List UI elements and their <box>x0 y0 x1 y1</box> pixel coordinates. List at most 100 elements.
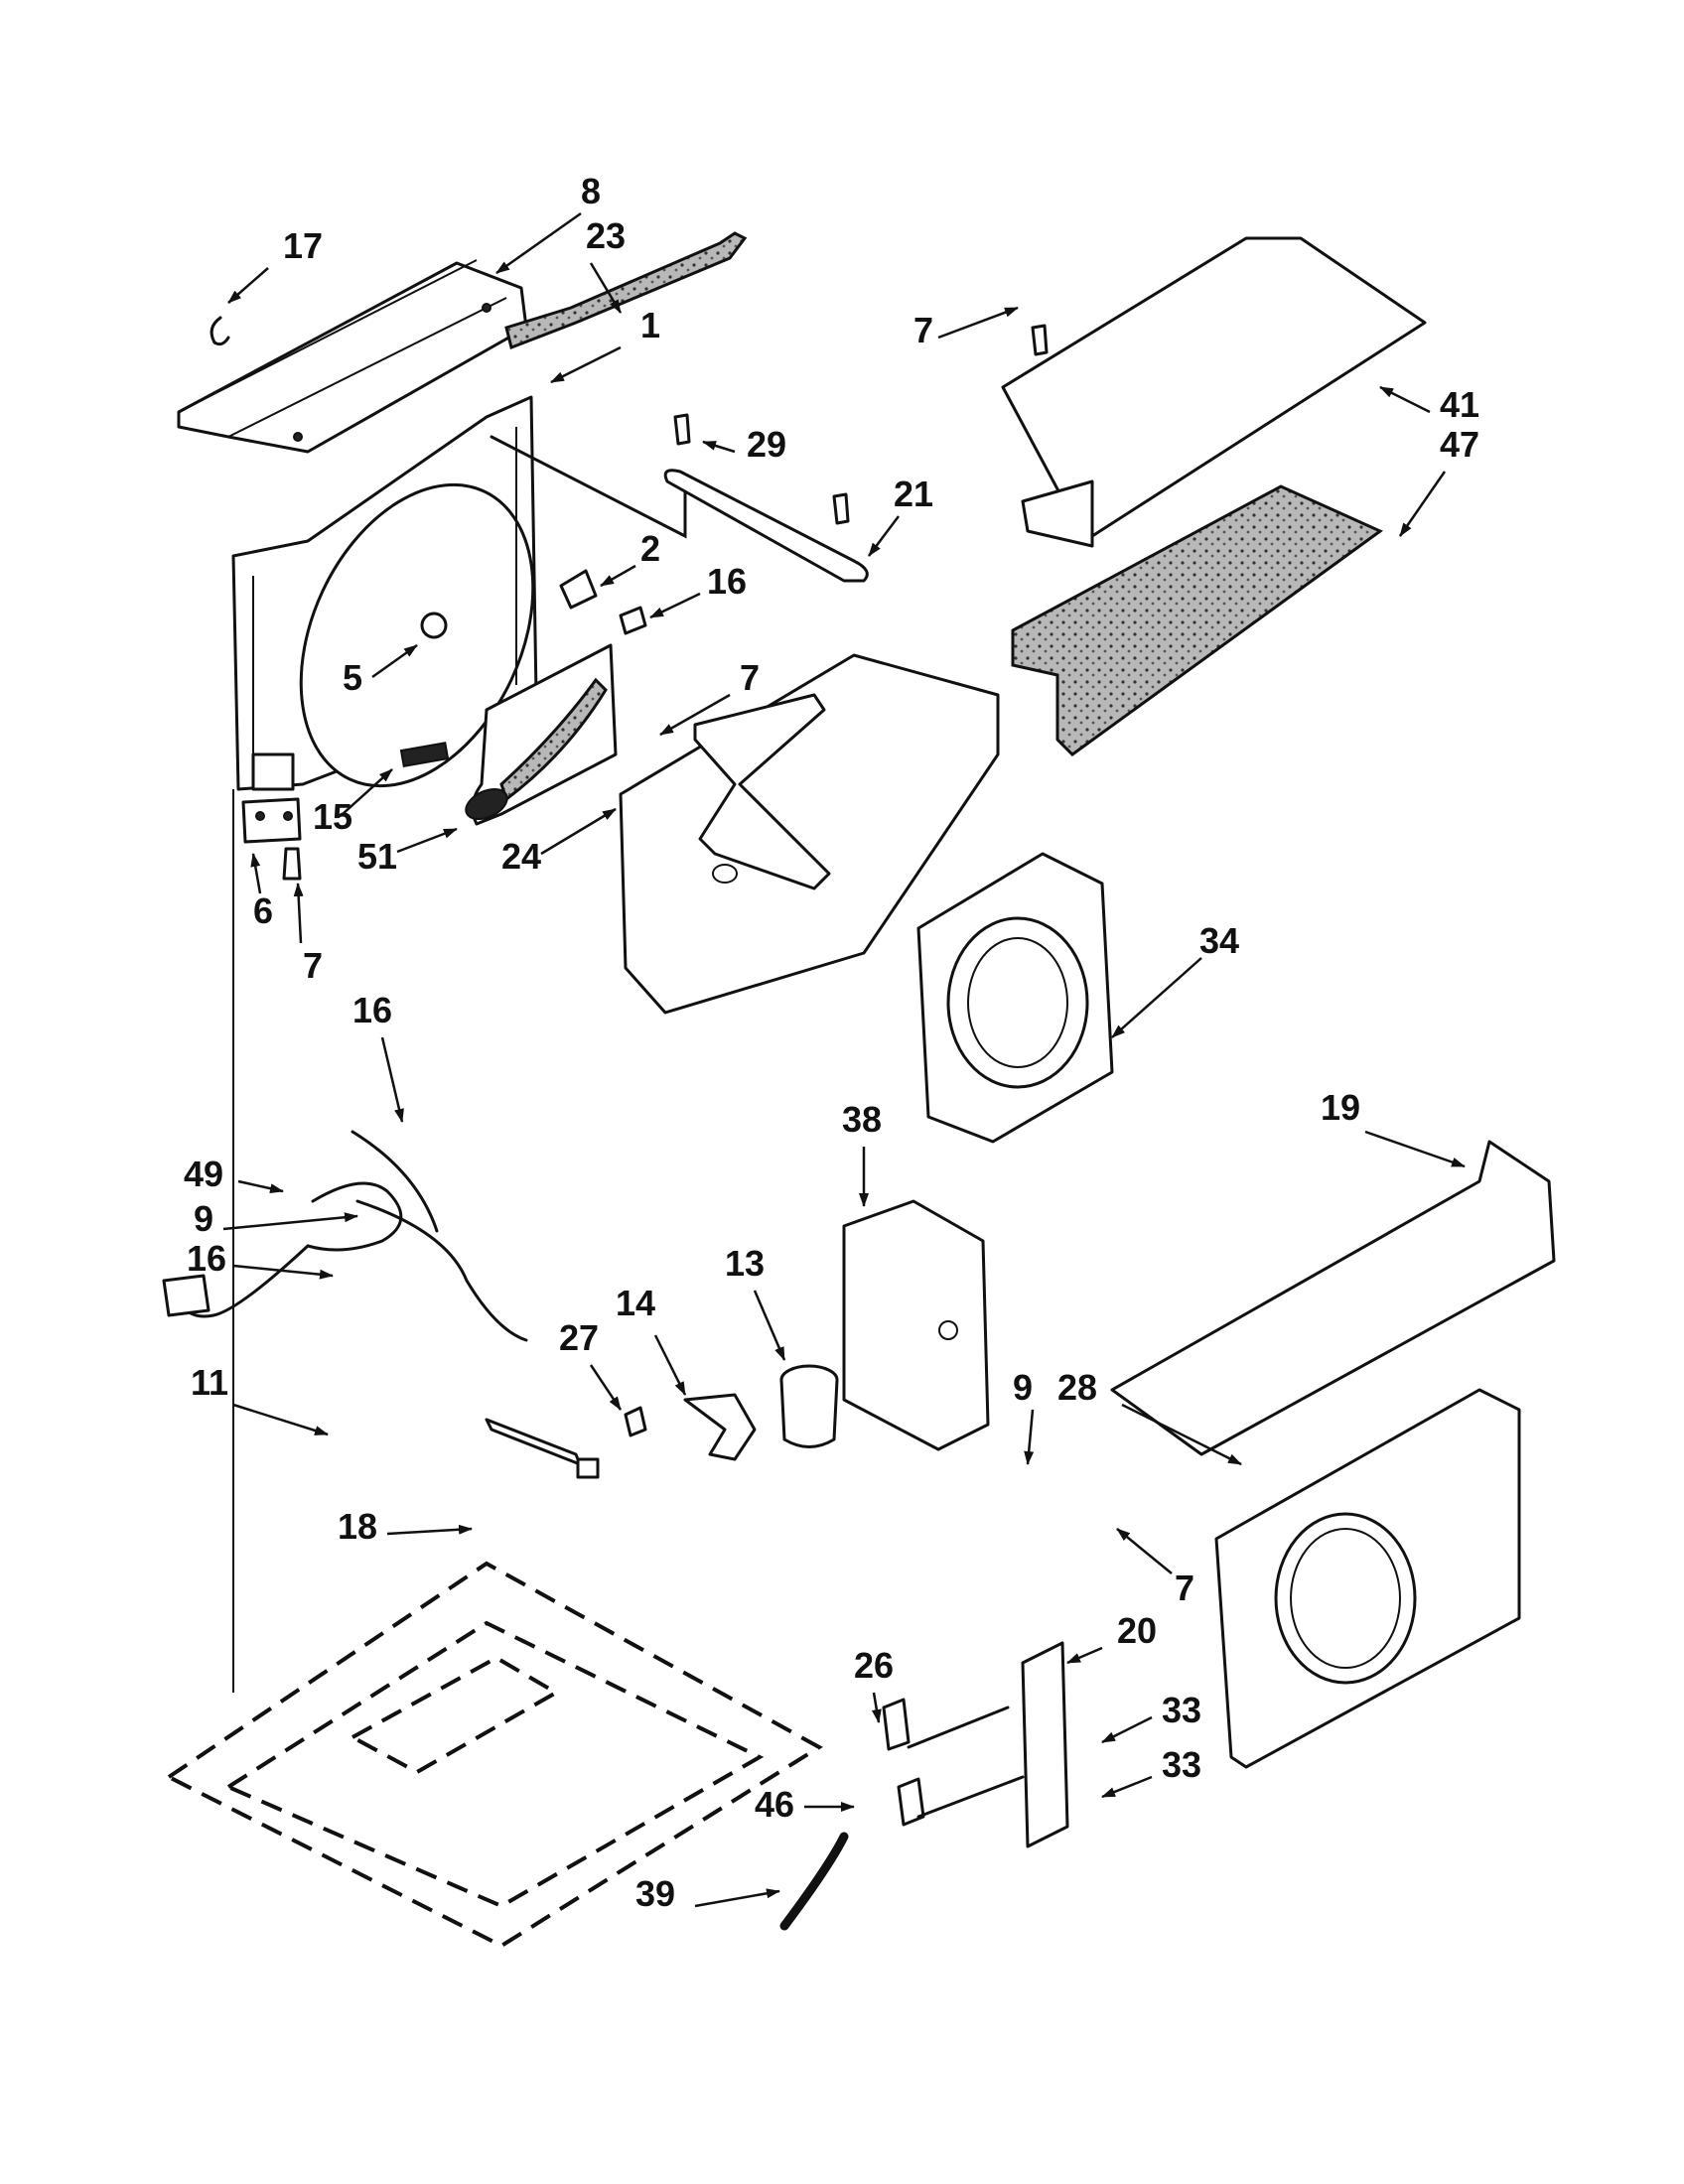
leader-c22 <box>1364 1130 1466 1168</box>
leader-c34 <box>1066 1646 1103 1665</box>
part-19-rail <box>1110 1140 1556 1456</box>
callout-c27: 14 <box>616 1283 655 1323</box>
leader-c10 <box>600 564 636 588</box>
leader-c18 <box>293 883 304 944</box>
leader-c31 <box>1121 1403 1242 1466</box>
callout-c36: 33 <box>1162 1690 1201 1730</box>
part-17-clip <box>210 316 230 346</box>
callout-c28: 27 <box>559 1317 599 1358</box>
leader-c30 <box>1024 1409 1035 1465</box>
callout-c33: 7 <box>1175 1568 1194 1608</box>
callout-c10: 2 <box>640 528 660 569</box>
leader-c9 <box>868 515 900 557</box>
leader-c24 <box>222 1212 358 1231</box>
leader-c11 <box>649 592 701 619</box>
leader-c20 <box>380 1036 404 1123</box>
leader-c17 <box>250 853 262 894</box>
callout-c9: 21 <box>894 474 933 514</box>
callout-c4: 1 <box>640 305 660 345</box>
callout-c31: 28 <box>1057 1367 1097 1408</box>
callout-c24: 9 <box>194 1198 213 1239</box>
leader-c36 <box>1101 1715 1153 1744</box>
part-28-chassis-side <box>1214 1388 1521 1769</box>
leader-c26 <box>753 1290 786 1361</box>
part-24-partition <box>619 653 1000 1015</box>
callout-c5: 7 <box>913 310 933 350</box>
leader-c25 <box>232 1264 334 1280</box>
callout-c15: 51 <box>357 836 397 877</box>
part-21-strap <box>663 413 869 583</box>
leader-c4 <box>550 345 622 384</box>
leader-c27 <box>653 1334 687 1396</box>
callout-c20: 16 <box>352 990 392 1030</box>
part-39-drain-tube <box>779 1832 849 1931</box>
leader-c39 <box>694 1888 780 1908</box>
callout-c12: 5 <box>343 657 362 698</box>
leader-c1 <box>495 211 582 275</box>
callout-c22: 19 <box>1321 1087 1360 1128</box>
part-8-top-rail <box>177 259 528 454</box>
callout-c16: 24 <box>501 836 541 877</box>
leader-c7 <box>1398 471 1447 537</box>
callout-c35: 26 <box>854 1645 894 1686</box>
leader-c15 <box>396 827 458 854</box>
leader-c32 <box>386 1524 473 1536</box>
part-18-cable-tie <box>485 1418 600 1479</box>
leader-c28 <box>589 1364 623 1411</box>
part-11-power-cord <box>162 1130 528 1342</box>
part-20-switch-bracket <box>882 1641 1069 1848</box>
callout-c7: 47 <box>1440 424 1479 465</box>
part-41-top-panel <box>1001 236 1427 548</box>
leader-c23 <box>237 1179 284 1194</box>
callout-c37: 46 <box>755 1784 794 1825</box>
leader-c16 <box>540 807 617 856</box>
callout-c25: 16 <box>187 1238 226 1279</box>
callout-c2: 17 <box>283 225 323 266</box>
part-1-condenser-shroud <box>231 395 687 791</box>
leader-c5 <box>937 306 1019 340</box>
leader-c33 <box>1116 1528 1173 1574</box>
callout-c18: 7 <box>303 945 323 986</box>
part-14-strap <box>624 1393 757 1461</box>
leader-c14 <box>342 768 393 815</box>
leader-c2 <box>227 267 269 304</box>
part-47-air-filter <box>1011 484 1383 756</box>
callout-c11: 16 <box>707 561 747 602</box>
callout-c26: 13 <box>725 1243 765 1284</box>
callout-c21: 38 <box>842 1099 882 1140</box>
callout-c29: 11 <box>191 1362 228 1403</box>
leader-c38 <box>1101 1775 1153 1799</box>
callout-c14: 15 <box>313 796 352 837</box>
leader-c35 <box>871 1692 882 1723</box>
callout-c34: 20 <box>1117 1610 1157 1651</box>
callout-c1: 8 <box>581 171 601 211</box>
leader-c12 <box>371 643 418 679</box>
callout-c39: 39 <box>635 1873 675 1914</box>
part-6-bracket <box>241 797 302 881</box>
callout-c6: 41 <box>1440 384 1479 425</box>
part-34-blower-housing <box>916 852 1114 1144</box>
leader-c19 <box>1111 957 1202 1038</box>
callout-c23: 49 <box>184 1154 223 1194</box>
callout-c13: 7 <box>740 657 760 698</box>
callout-c32: 18 <box>338 1506 377 1547</box>
leader-c8 <box>702 440 736 454</box>
callout-c19: 34 <box>1199 920 1239 961</box>
part-51-baffle <box>465 643 618 826</box>
part-2-clip-and-screw <box>559 569 647 635</box>
part-15-pad <box>399 742 450 768</box>
callout-c30: 9 <box>1013 1367 1033 1408</box>
base-pan <box>165 1561 823 1949</box>
callout-c3: 23 <box>586 215 626 256</box>
leader-c13 <box>659 693 731 737</box>
part-13-capacitor <box>779 1364 839 1448</box>
callout-c8: 29 <box>747 424 786 465</box>
leader-c6 <box>1379 385 1431 414</box>
part-23-gasket <box>504 231 748 350</box>
leader-c29 <box>232 1403 329 1436</box>
callout-c38: 33 <box>1162 1744 1201 1785</box>
leader-c3 <box>589 262 623 314</box>
callout-c17: 6 <box>253 890 273 931</box>
